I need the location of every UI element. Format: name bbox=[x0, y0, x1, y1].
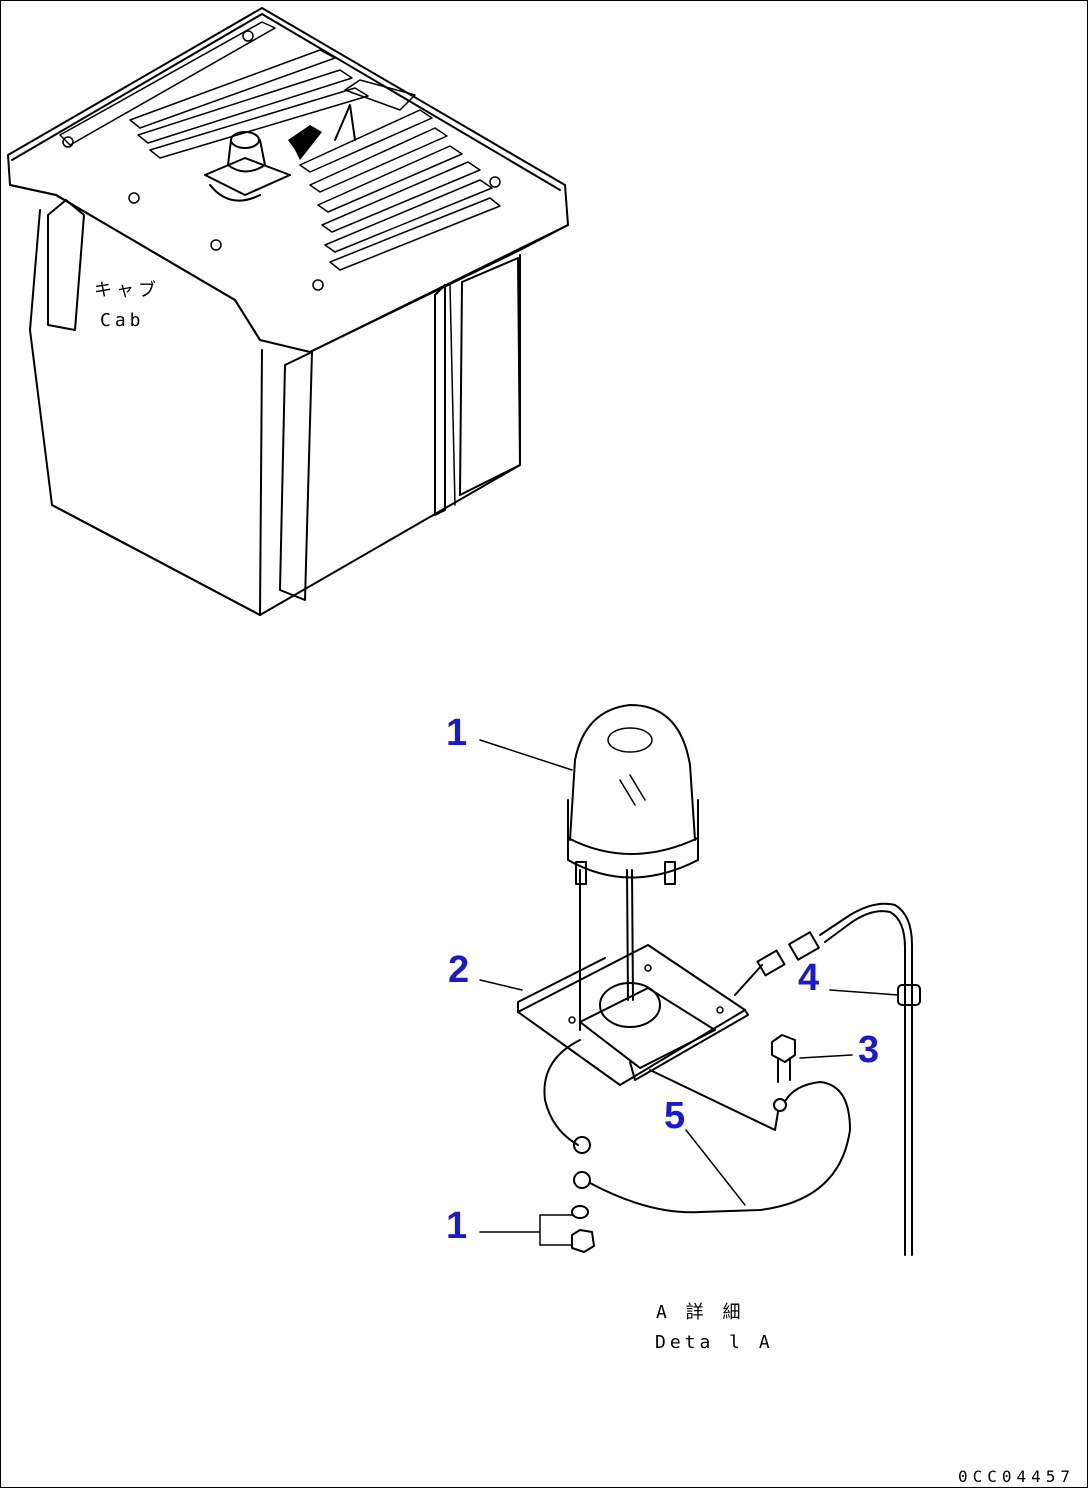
cab-illustration: キャブ Cab bbox=[7, 7, 569, 616]
detail-caption-en: Deta l A bbox=[655, 1332, 774, 1353]
harness-icon bbox=[734, 902, 921, 1256]
washer-nut-icon bbox=[571, 1205, 595, 1253]
callout-1-lamp: 1 bbox=[446, 712, 467, 754]
callout-3-bolt: 3 bbox=[858, 1029, 879, 1071]
cab-label-jp: キャブ bbox=[94, 279, 160, 301]
callout-4-harness: 4 bbox=[798, 957, 819, 999]
detail-a-illustration bbox=[479, 704, 921, 1256]
bracket-icon bbox=[517, 944, 749, 1086]
callouts: 1 2 3 4 5 1 bbox=[446, 712, 879, 1247]
cab-label-en: Cab bbox=[100, 310, 145, 331]
callout-2-bracket: 2 bbox=[448, 949, 469, 991]
ground-cable-icon bbox=[543, 1039, 851, 1214]
leader-lines bbox=[479, 739, 899, 1246]
callout-5-ground-cable: 5 bbox=[664, 1095, 685, 1137]
bolt-icon bbox=[771, 1034, 796, 1083]
drawing-code: 0CC04457 bbox=[958, 1467, 1075, 1486]
rotating-lamp-icon bbox=[567, 704, 699, 1031]
detail-caption-jp: A 詳 細 bbox=[656, 1302, 745, 1323]
callout-1-hardware: 1 bbox=[446, 1205, 467, 1247]
